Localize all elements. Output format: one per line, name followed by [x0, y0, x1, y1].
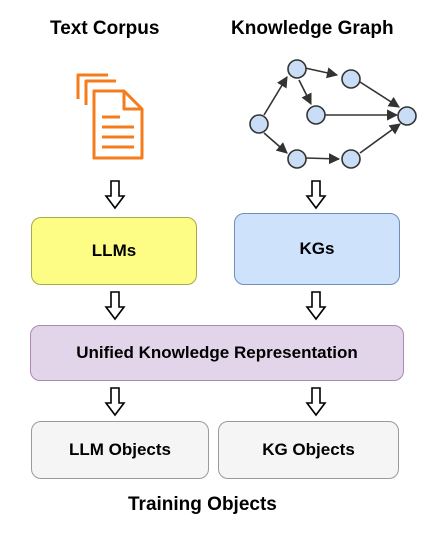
kgs-label: KGs	[299, 239, 335, 258]
llm-objects-box: LLM Objects	[31, 421, 209, 479]
text-corpus-heading: Text Corpus	[50, 18, 160, 39]
llm-objects-label: LLM Objects	[68, 440, 171, 459]
unified-knowledge-representation-box: Unified Knowledge Representation	[30, 325, 404, 381]
knowledge-graph-heading: Knowledge Graph	[231, 18, 394, 39]
down-arrow-icon	[305, 291, 327, 321]
documents-icon	[76, 73, 144, 160]
kg-objects-box: KG Objects	[218, 421, 399, 479]
llms-label: LLMs	[91, 241, 137, 260]
training-objects-heading: Training Objects	[128, 494, 277, 515]
kg-objects-label: KG Objects	[262, 440, 355, 459]
down-arrow-icon	[104, 180, 126, 210]
down-arrow-icon	[104, 291, 126, 321]
llms-box: LLMs	[31, 217, 197, 285]
down-arrow-icon	[305, 387, 327, 417]
down-arrow-icon	[305, 180, 327, 210]
unified-knowledge-representation-label: Unified Knowledge Representation	[76, 343, 358, 362]
knowledge-graph-icon	[249, 59, 417, 169]
down-arrow-icon	[104, 387, 126, 417]
kgs-box: KGs	[234, 213, 400, 285]
